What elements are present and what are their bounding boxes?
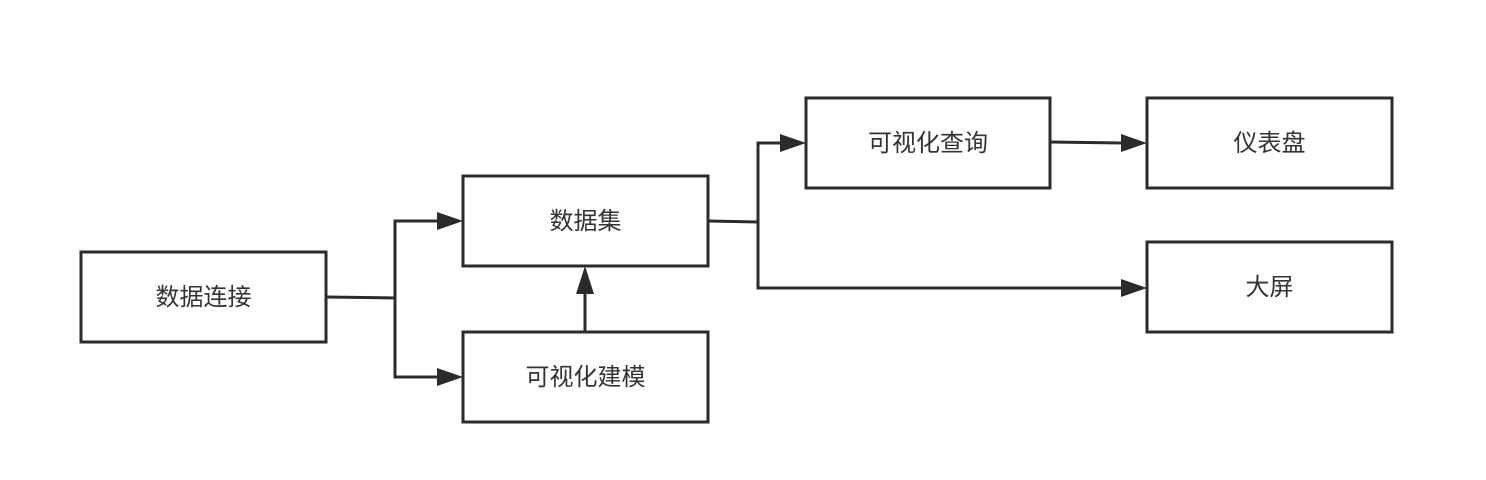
edges (325, 134, 1147, 386)
node-label: 大屏 (1246, 273, 1294, 301)
node-label: 可视化查询 (868, 129, 988, 157)
arrowhead-visual-modeling-in (437, 368, 463, 386)
node-label: 数据连接 (156, 283, 252, 311)
arrowhead-dataset-from-below (576, 266, 594, 294)
node-visual-query: 可视化查询 (804, 96, 1052, 190)
node-dataset: 数据集 (461, 174, 710, 268)
node-label: 可视化建模 (526, 363, 646, 391)
node-label: 仪表盘 (1234, 129, 1306, 157)
arrowhead-visual-query-in (780, 134, 806, 152)
edge-dataset-to-big-screen (756, 222, 1122, 290)
edge-visual-query-to-dashboard (1049, 140, 1123, 145)
edge-data-connect-to-dataset (325, 219, 440, 300)
node-data-connect: 数据连接 (79, 250, 328, 344)
arrowhead-dataset-in (437, 212, 463, 230)
node-label: 数据集 (550, 207, 622, 235)
node-dashboard: 仪表盘 (1145, 96, 1394, 190)
node-box (461, 174, 710, 268)
node-box (461, 330, 710, 424)
node-box (1145, 240, 1394, 334)
node-big-screen: 大屏 (1145, 240, 1394, 334)
arrowhead-dashboard-in (1121, 134, 1147, 152)
node-box (804, 96, 1052, 190)
node-visual-modeling: 可视化建模 (461, 330, 710, 424)
node-box (79, 250, 328, 344)
edge-data-connect-to-visual-modeling (393, 298, 440, 379)
arrowhead-big-screen-in (1121, 279, 1147, 297)
node-box (1145, 96, 1394, 190)
edge-dataset-to-visual-query (707, 141, 782, 224)
